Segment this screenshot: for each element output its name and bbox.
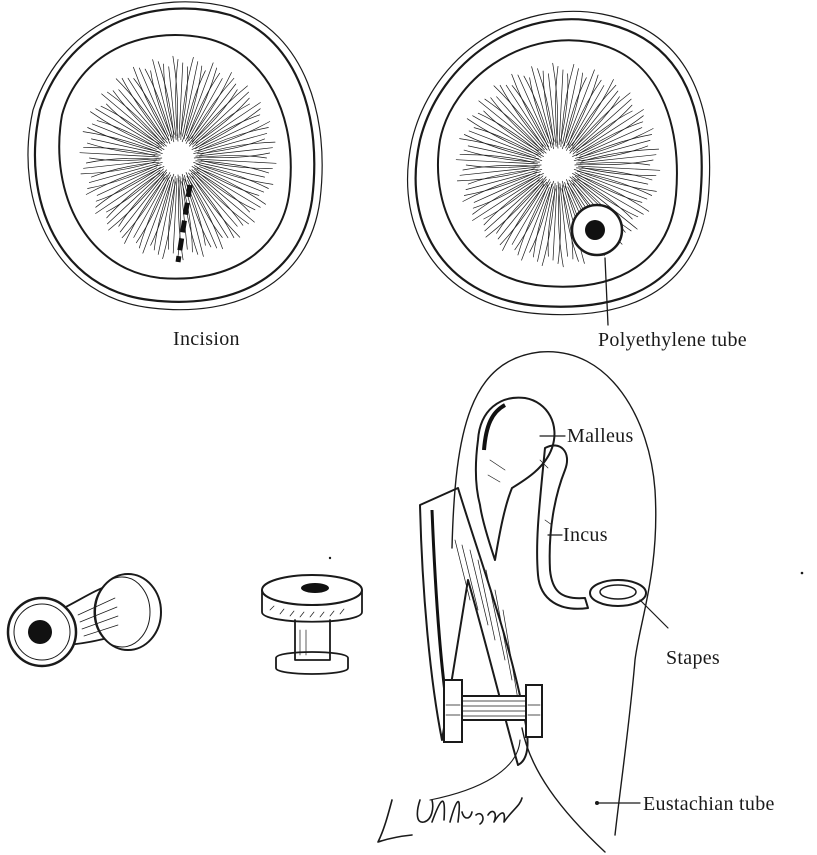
eardrum-fiber <box>575 173 642 203</box>
eardrum-fiber <box>474 128 541 158</box>
label-incision: Incision <box>173 328 240 350</box>
eardrum-fiber <box>154 174 174 250</box>
eardrum-fiber <box>128 78 166 139</box>
spool-bottom-flange <box>276 652 348 674</box>
label-malleus: Malleus <box>567 425 634 447</box>
leader-polyethylene-tube <box>605 258 608 325</box>
eardrum-membrane <box>438 40 677 287</box>
label-stapes: Stapes <box>666 647 720 669</box>
stray-dot <box>801 572 804 575</box>
stray-dot <box>329 557 331 559</box>
eardrum-incision-figure <box>28 2 322 310</box>
eardrum-fiber <box>97 121 162 151</box>
eardrum-fiber <box>182 66 202 142</box>
eardrum-fiber <box>190 177 228 238</box>
ossicle-hatching <box>455 460 552 700</box>
eardrum-fiber <box>194 166 259 196</box>
ear-canal-outline <box>416 19 702 307</box>
eardrum-fiber <box>479 101 544 153</box>
membrane-shading <box>432 510 446 700</box>
label-incus: Incus <box>563 524 608 546</box>
label-polyethylene-tube: Polyethylene tube <box>598 329 747 351</box>
eardrum-fiber <box>560 184 568 257</box>
stapes-footplate <box>590 580 646 606</box>
ear-canal-outline <box>35 9 314 302</box>
eardrum-fiber <box>201 142 275 154</box>
eardrum-fiber <box>81 162 155 174</box>
spool-hatching <box>270 606 344 655</box>
eardrum-fiber <box>582 149 659 161</box>
spool-lumen <box>301 583 329 593</box>
drainage-string <box>430 740 520 800</box>
eardrum-fiber <box>169 67 176 140</box>
eardrum-fibers <box>456 63 660 267</box>
eustachian-tube-wall <box>522 728 605 852</box>
eardrum-fiber <box>478 113 541 154</box>
eardrum-tube-figure <box>408 11 710 325</box>
eardrum-fiber <box>464 150 540 162</box>
eardrum-fiber <box>195 169 256 210</box>
eardrum-fiber <box>468 146 536 161</box>
tympanic-membrane-fold <box>420 488 528 765</box>
eardrum-fiber <box>573 99 631 151</box>
eardrum-fiber <box>562 73 582 149</box>
eardrum-fiber <box>91 139 157 154</box>
eardrum-fiber <box>193 92 249 144</box>
eardrum-fiber <box>580 170 648 185</box>
eardrum-fiber <box>506 85 546 146</box>
tube-spool-view <box>262 557 362 674</box>
label-eustachian-tube: Eustachian tube <box>643 793 775 815</box>
eardrum-fiber <box>548 74 556 147</box>
tube-side-view <box>8 574 161 666</box>
eustachian-dot <box>595 801 599 805</box>
artist-signature <box>378 798 522 842</box>
eardrum-fiber <box>192 170 255 222</box>
eardrum-fiber <box>102 94 165 146</box>
eardrum-fiber <box>457 169 534 181</box>
eardrum-fiber <box>533 181 553 257</box>
tube-lumen <box>585 220 605 240</box>
eardrum-fibers <box>80 56 276 260</box>
eardrum-fiber <box>107 172 163 224</box>
eardrum-fiber <box>196 161 269 173</box>
tube-front-lumen <box>28 620 52 644</box>
eardrum-fiber <box>199 163 265 178</box>
eardrum-fiber <box>87 143 160 155</box>
eardrum-fiber <box>576 168 652 180</box>
eardrum-fiber <box>485 179 543 231</box>
tube-in-membrane <box>444 680 542 742</box>
eardrum-fiber <box>101 106 162 147</box>
eardrum-fiber <box>158 62 174 139</box>
